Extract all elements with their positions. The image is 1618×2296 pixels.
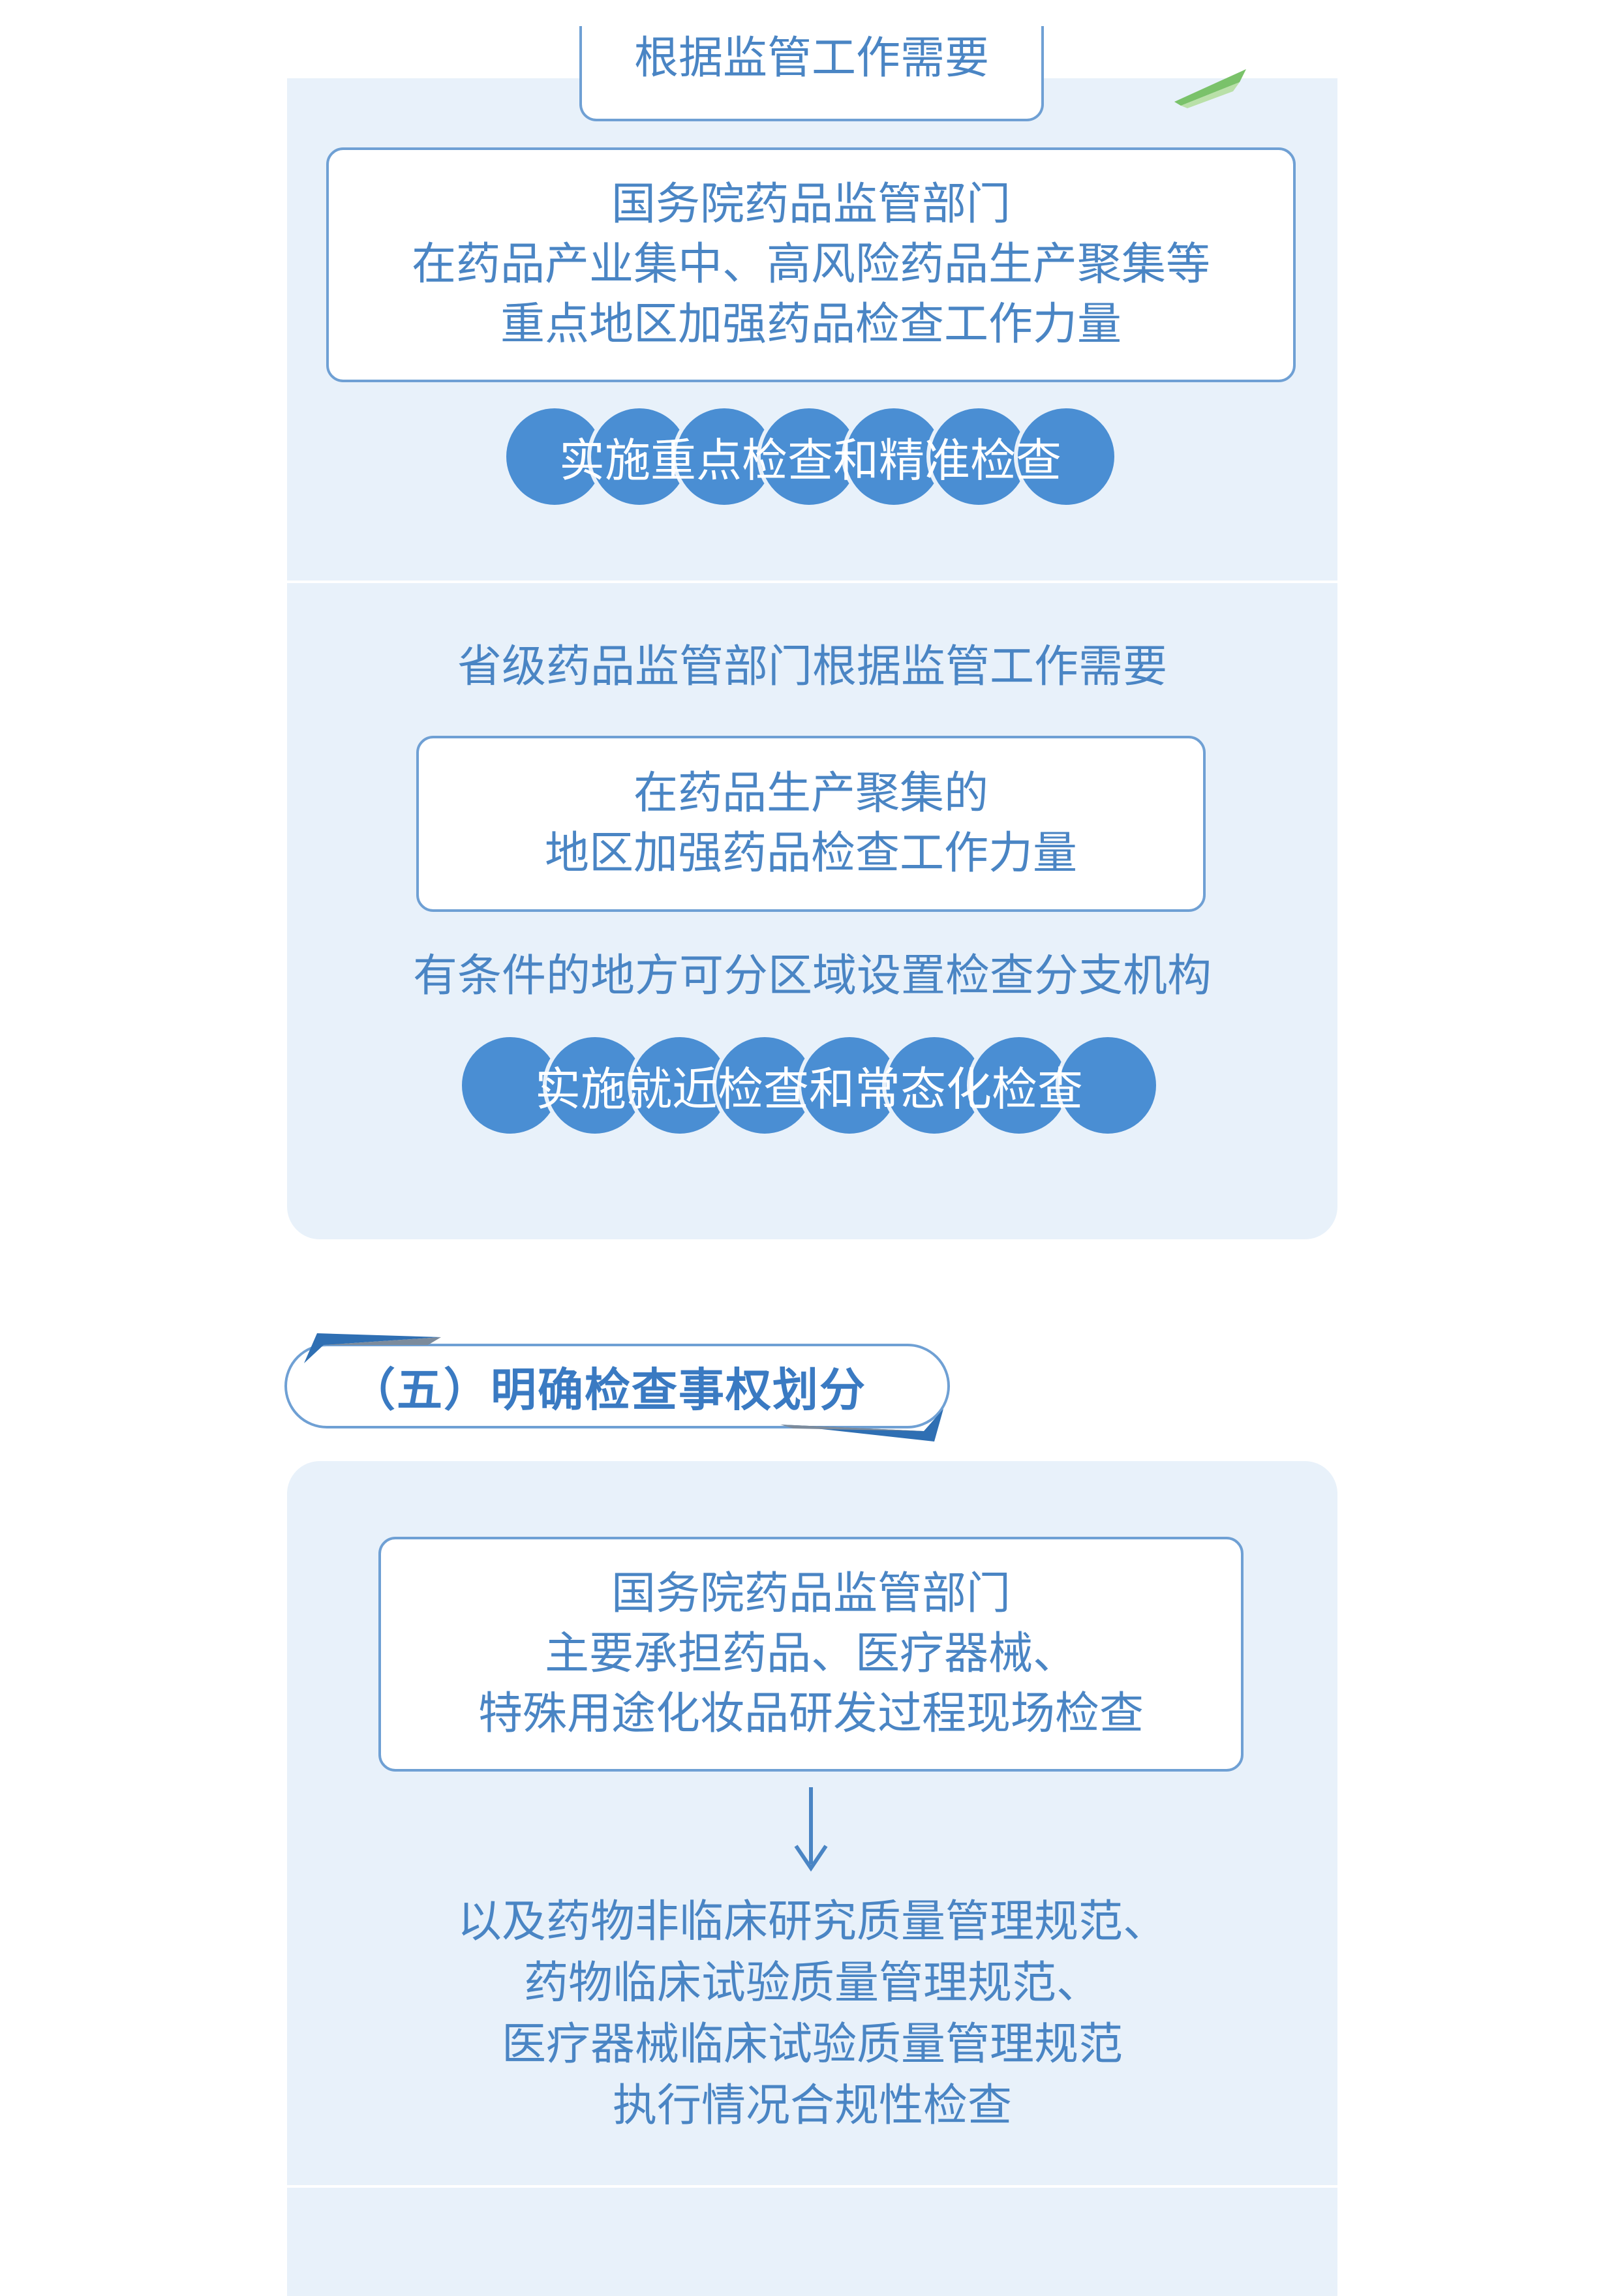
responsibility-box: 国务院药品监管部门 主要承担药品、医疗器械、 特殊用途化妆品研发过程现场检查 [378, 1537, 1244, 1772]
national-pill-label: 实施重点检查和精准检查 [559, 433, 1061, 487]
responsibility-more-line-3: 医疗器械临床试验质量管理规范 [501, 2019, 1123, 2070]
provincial-box-line-1: 在药品生产聚集的 [633, 768, 988, 819]
provincial-pill-label: 实施就近检查和常态化检查 [535, 1062, 1083, 1116]
responsibility-line-1: 国务院药品监管部门 [611, 1568, 1011, 1620]
national-box-line-3: 重点地区加强药品检查工作力量 [500, 299, 1122, 350]
provincial-heading: 省级药品监管部门根据监管工作需要 [457, 641, 1167, 693]
provincial-note: 有条件的地方可分区域设置检查分支机构 [412, 950, 1212, 1002]
provincial-box-line-2: 地区加强药品检查工作力量 [544, 828, 1077, 879]
section-5-header: （五）明确检查事权划分 [284, 1331, 963, 1448]
national-box-line-2: 在药品产业集中、高风险药品生产聚集等 [411, 239, 1210, 290]
panel-divider [287, 581, 1337, 583]
section-5-header-frame [284, 1344, 950, 1428]
national-box-line-1: 国务院药品监管部门 [611, 179, 1011, 230]
panel-divider-bottom [287, 2185, 1337, 2188]
provincial-pill-badge: 实施就近检查和常态化检查 [458, 1033, 1160, 1138]
arrow-down-icon [794, 1787, 828, 1872]
leaf-decoration-icon [1174, 69, 1246, 108]
responsibility-more-line-4: 执行情况合规性检查 [612, 2080, 1012, 2132]
national-pill-badge: 实施重点检查和精准检查 [502, 404, 1118, 509]
responsibility-line-3: 特殊用途化妆品研发过程现场检查 [478, 1688, 1144, 1740]
provincial-inspection-box: 在药品生产聚集的 地区加强药品检查工作力量 [416, 736, 1206, 912]
responsibility-more: 以及药物非临床研究质量管理规范、 药物临床试验质量管理规范、 医疗器械临床试验质… [287, 1892, 1337, 2137]
cut-off-box-text: 根据监管工作需要 [633, 33, 989, 84]
responsibility-line-2: 主要承担药品、医疗器械、 [544, 1628, 1077, 1680]
section-5-title: （五）明确检查事权划分 [350, 1363, 866, 1417]
header-corner-top-icon [304, 1333, 441, 1363]
responsibility-more-line-2: 药物临床试验质量管理规范、 [523, 1957, 1101, 2009]
header-corner-bottom-icon [780, 1409, 943, 1442]
cut-off-box: 根据监管工作需要 [579, 26, 1044, 121]
responsibility-more-line-1: 以及药物非临床研究质量管理规范、 [457, 1896, 1167, 1948]
national-inspection-box: 国务院药品监管部门 在药品产业集中、高风险药品生产聚集等 重点地区加强药品检查工… [326, 147, 1296, 382]
